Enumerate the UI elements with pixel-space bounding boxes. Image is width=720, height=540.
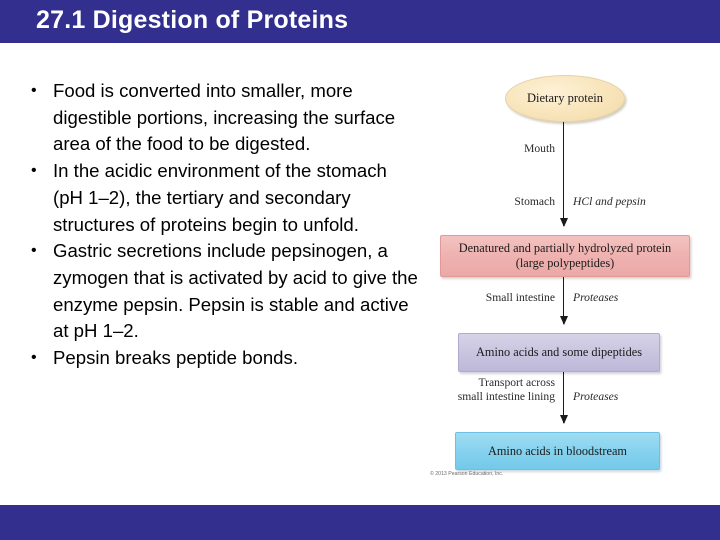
list-item: • In the acidic environment of the stoma… — [28, 158, 418, 238]
list-item-text: Food is converted into smaller, more dig… — [53, 80, 396, 155]
flow-label-small-intestine: Small intestine — [485, 291, 555, 304]
flow-label-hcl-and-pepsin: HCl and pepsin — [573, 195, 646, 208]
flow-node-denatured-protein: Denatured and partially hydrolyzed prote… — [440, 235, 690, 277]
list-item-text: Gastric secretions include pepsinogen, a… — [53, 240, 418, 342]
slide-footer-bar — [0, 505, 720, 540]
flow-label-mouth: Mouth — [524, 142, 555, 155]
list-item-text: Pepsin breaks peptide bonds. — [53, 347, 298, 369]
page-title: 27.1 Digestion of Proteins — [36, 6, 349, 34]
slide-title-bar: 27.1 Digestion of Proteins — [0, 0, 720, 43]
list-item-text: In the acidic environment of the stomach… — [53, 160, 387, 235]
copyright-credit: © 2013 Pearson Education, Inc. — [430, 471, 504, 477]
flow-node-amino-acids-bloodstream: Amino acids in bloodstream — [455, 432, 660, 470]
flow-label-proteases-1: Proteases — [573, 291, 619, 304]
flow-arrow-transport — [559, 372, 568, 424]
flow-label-proteases-2: Proteases — [573, 390, 619, 403]
bullet-marker-icon: • — [31, 82, 37, 99]
flow-label-stomach: Stomach — [514, 195, 555, 208]
bullet-marker-icon: • — [31, 242, 37, 260]
bullet-list: • Food is converted into smaller, more d… — [28, 78, 418, 372]
flow-arrow-mouth — [559, 122, 568, 227]
list-item: • Food is converted into smaller, more d… — [28, 78, 418, 158]
list-item: • Pepsin breaks peptide bonds. — [28, 345, 418, 372]
bullet-marker-icon: • — [31, 349, 37, 367]
flow-arrow-small-intestine — [559, 277, 568, 325]
flow-node-dietary-protein: Dietary protein — [505, 75, 625, 122]
list-item: • Gastric secretions include pepsinogen,… — [28, 238, 418, 345]
protein-digestion-flowchart: Dietary protein Mouth Stomach HCl and pe… — [420, 60, 710, 490]
bullet-marker-icon: • — [31, 162, 37, 180]
flow-node-amino-acids-dipeptides: Amino acids and some dipeptides — [458, 333, 660, 372]
flow-label-transport-across-lining: Transport across small intestine lining — [457, 376, 555, 403]
